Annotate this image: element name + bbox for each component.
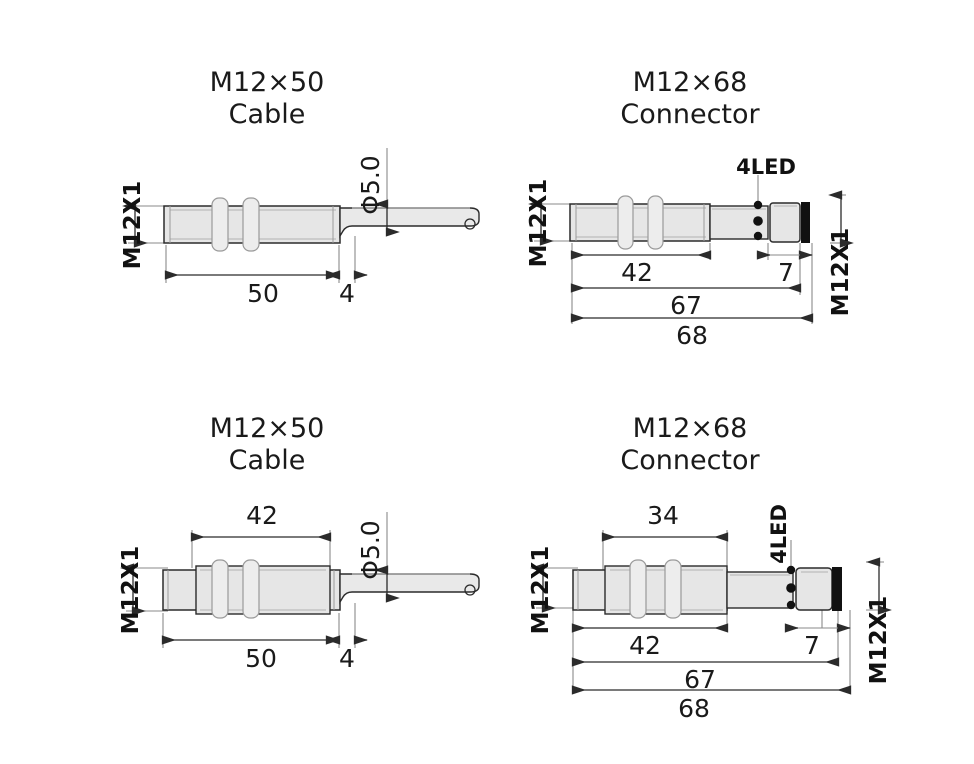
connector-cap (769, 202, 810, 243)
dimension-label-67: 67 (670, 291, 702, 320)
dimension-shaft-length: 42 (571, 623, 729, 660)
figure-top-left: M12×50 Cable (120, 67, 480, 308)
dimension-label-42: 42 (621, 258, 653, 287)
lock-nuts (211, 559, 260, 619)
thread-label-right: M12X1 (828, 228, 854, 317)
dimension-cap-length: 7 (756, 250, 813, 287)
dimension-overall-length: 68 (570, 313, 814, 350)
figure-title-line1: M12×68 (633, 67, 748, 98)
figure-title-line2: Connector (620, 445, 760, 476)
thread-callout-left: M12X1 (118, 546, 146, 635)
thread-label-left: M12X1 (528, 546, 554, 635)
connector-cap (795, 567, 842, 611)
thread-label-left: M12X1 (526, 179, 552, 268)
led-label: 4LED (767, 504, 791, 564)
figure-title-line1: M12×50 (210, 67, 325, 98)
dimension-thread-length: 42 (190, 501, 332, 542)
dimension-label-cable-diameter: Φ5.0 (356, 155, 385, 214)
figure-title-line1: M12×68 (633, 413, 748, 444)
dimension-label-68: 68 (678, 694, 710, 723)
lock-nuts (617, 195, 664, 250)
led-indicators (753, 200, 763, 241)
thread-label-left: M12X1 (120, 181, 146, 270)
thread-label-right: M12X1 (866, 596, 892, 685)
led-label: 4LED (736, 155, 796, 179)
dimension-label-7: 7 (778, 258, 794, 287)
thread-callout-left: M12X1 (120, 181, 148, 270)
figure-bottom-left: M12×50 Cable (118, 413, 480, 673)
thread-callout-right: M12X1 (828, 190, 854, 317)
dimension-label-34: 34 (647, 501, 679, 530)
thread-label-left: M12X1 (118, 546, 144, 635)
dimension-label-4: 4 (339, 279, 355, 308)
dimension-label-42: 42 (246, 501, 278, 530)
dimension-label-50: 50 (245, 644, 277, 673)
rear-shaft (726, 571, 794, 609)
dimension-thread-length: 42 (570, 250, 712, 287)
figure-top-right: M12×68 Connector (526, 67, 854, 350)
dimension-label-50: 50 (247, 279, 279, 308)
dimension-label-cable-diameter: Φ5.0 (356, 520, 385, 579)
dimension-label-7: 7 (804, 631, 820, 660)
dimension-label-42: 42 (629, 631, 661, 660)
figure-title-line2: Cable (229, 445, 306, 476)
sensor-body (572, 565, 728, 615)
figure-title-line2: Connector (620, 99, 760, 130)
thread-callout-left: M12X1 (526, 179, 554, 268)
thread-callout-right: M12X1 (866, 557, 892, 685)
figure-title-line2: Cable (229, 99, 306, 130)
lock-nuts (211, 197, 260, 252)
dimension-cable-diameter: Φ5.0 (356, 520, 400, 603)
dimension-body-length: 50 (164, 270, 341, 308)
dimension-cable-gland: 4 (325, 635, 368, 673)
dimension-label-4: 4 (339, 644, 355, 673)
dimension-cap-length: 7 (784, 623, 851, 660)
cap-endface (832, 567, 842, 611)
dimension-thread-length: 34 (601, 501, 729, 542)
figure-bottom-right: M12×68 Connector (528, 413, 892, 723)
lock-nuts (629, 559, 682, 619)
dimension-overall-length: 68 (571, 685, 852, 723)
dimension-body-length: 50 (161, 635, 341, 673)
dimension-label-68: 68 (676, 321, 708, 350)
dimension-cable-diameter: Φ5.0 (356, 155, 400, 237)
cap-endface (801, 202, 810, 243)
thread-callout-left: M12X1 (528, 546, 556, 635)
dimension-cable-gland: 4 (325, 270, 368, 308)
sensor-body (569, 203, 711, 242)
led-indicators (786, 565, 796, 610)
figure-title-line1: M12×50 (210, 413, 325, 444)
